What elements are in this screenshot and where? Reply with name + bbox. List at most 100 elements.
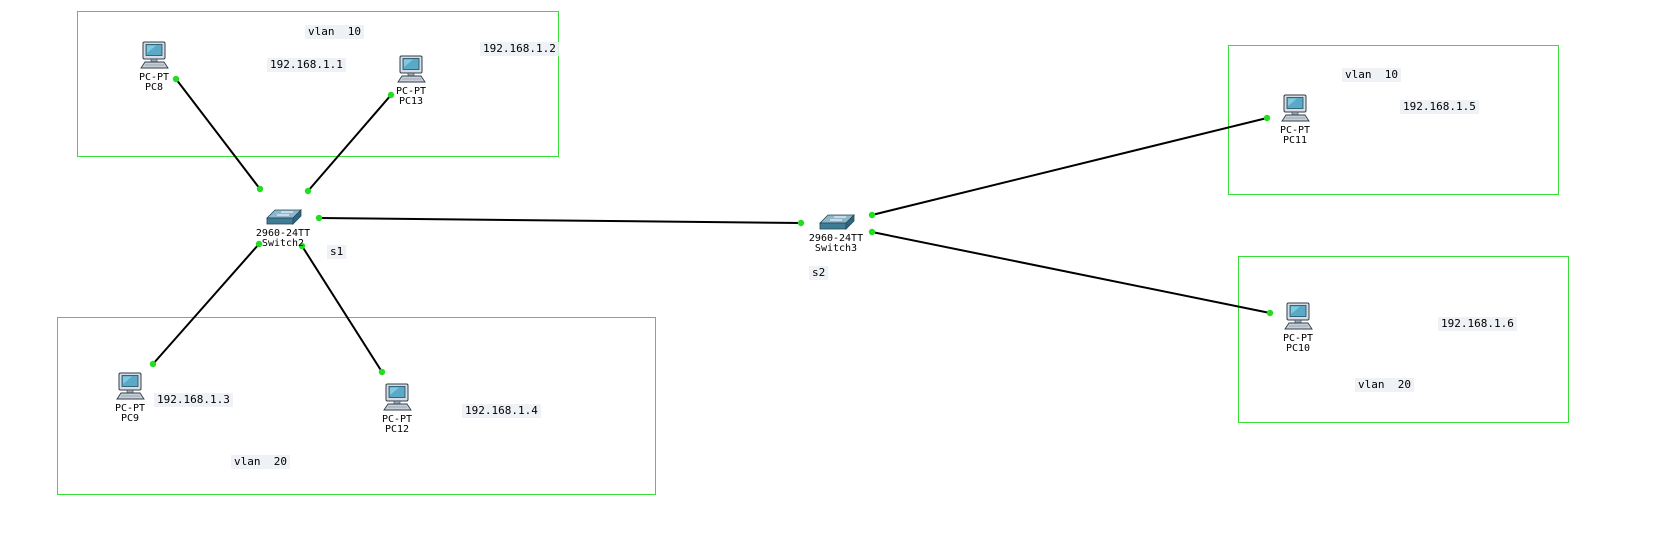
port-light (172, 75, 180, 83)
port-light (315, 214, 323, 222)
note-text: vlan 10 (308, 25, 361, 38)
port-light (868, 211, 876, 219)
note-text: vlan 10 (1345, 68, 1398, 81)
note-background (1438, 317, 1517, 331)
device-model-label: PC-PT (1280, 125, 1310, 136)
port-light (1263, 114, 1271, 122)
port-light (1266, 309, 1274, 317)
device-model-label: 2960-24TT (809, 233, 863, 244)
device-name-label: PC8 (145, 82, 163, 93)
device-name-label: Switch2 (262, 238, 304, 249)
area-top-left[interactable] (77, 11, 559, 157)
switch-icon[interactable] (819, 214, 855, 230)
pc-icon[interactable] (397, 55, 426, 83)
note-background (267, 58, 346, 72)
port-light (256, 185, 264, 193)
note-s2[interactable]: s2 (809, 266, 829, 280)
note-text: 192.168.1.3 (157, 393, 230, 406)
area-top-right[interactable] (1228, 45, 1559, 195)
links (152, 78, 1271, 373)
note-background (305, 25, 364, 39)
note-ip-pc8[interactable]: 192.168.1.1 (267, 58, 346, 72)
note-text: vlan 20 (1358, 378, 1411, 391)
note-vlan20-left[interactable]: vlan 20 (231, 455, 290, 469)
port-light (149, 360, 157, 368)
note-background (480, 42, 559, 56)
device-model-label: PC-PT (139, 72, 169, 83)
pc-icon[interactable] (116, 372, 145, 400)
link-switch2-pc12[interactable] (301, 245, 383, 373)
note-vlan10-right[interactable]: vlan 10 (1342, 68, 1401, 82)
pc-icon[interactable] (1281, 94, 1310, 122)
note-background (327, 245, 347, 259)
note-text: 192.168.1.4 (465, 404, 538, 417)
note-background (1342, 68, 1401, 82)
port-light (797, 219, 805, 227)
pc-icon[interactable] (140, 41, 169, 69)
link-switch2-switch3[interactable] (318, 217, 802, 224)
device-model-label: PC-PT (115, 403, 145, 414)
note-ip-pc10[interactable]: 192.168.1.6 (1438, 317, 1517, 331)
link-switch2-pc9[interactable] (152, 243, 260, 365)
device-model-label: PC-PT (1283, 333, 1313, 344)
device-name-label: PC11 (1283, 135, 1307, 146)
port-light (387, 91, 395, 99)
note-ip-pc9[interactable]: 192.168.1.3 (154, 393, 233, 407)
note-vlan10-left[interactable]: vlan 10 (305, 25, 364, 39)
port-light (255, 240, 263, 248)
link-switch2-pc8[interactable] (175, 78, 261, 190)
device-name-label: Switch3 (815, 243, 857, 254)
note-ip-pc13[interactable]: 192.168.1.2 (480, 42, 559, 56)
note-background (1355, 378, 1414, 392)
pc-icon[interactable] (1284, 302, 1313, 330)
device-model-label: PC-PT (382, 414, 412, 425)
port-light (378, 368, 386, 376)
note-s1[interactable]: s1 (327, 245, 347, 259)
note-text: s1 (330, 245, 343, 258)
note-background (1400, 100, 1479, 114)
device-model-label: 2960-24TT (256, 228, 310, 239)
note-background (154, 393, 233, 407)
note-background (809, 266, 829, 280)
port-light (868, 228, 876, 236)
note-text: s2 (812, 266, 825, 279)
note-text: 192.168.1.5 (1403, 100, 1476, 113)
device-name-label: PC10 (1286, 343, 1310, 354)
note-background (231, 455, 290, 469)
device-name-label: PC12 (385, 424, 409, 435)
note-text: 192.168.1.2 (483, 42, 556, 55)
switch-icon[interactable] (266, 209, 302, 225)
note-text: vlan 20 (234, 455, 287, 468)
area-bottom-right[interactable] (1238, 256, 1569, 423)
note-vlan20-right[interactable]: vlan 20 (1355, 378, 1414, 392)
device-name-label: PC9 (121, 413, 139, 424)
port-light (304, 187, 312, 195)
note-text: 192.168.1.6 (1441, 317, 1514, 330)
link-switch3-pc10[interactable] (871, 231, 1271, 314)
link-switch2-pc13[interactable] (307, 94, 392, 192)
vlan-areas (57, 11, 1569, 495)
port-lights (149, 75, 1274, 376)
link-switch3-pc11[interactable] (871, 117, 1268, 216)
note-ip-pc12[interactable]: 192.168.1.4 (462, 404, 541, 418)
device-name-label: PC13 (399, 96, 423, 107)
note-background (462, 404, 541, 418)
port-light (298, 242, 306, 250)
note-text: 192.168.1.1 (270, 58, 343, 71)
note-ip-pc11[interactable]: 192.168.1.5 (1400, 100, 1479, 114)
area-bottom-left[interactable] (57, 317, 656, 495)
device-model-label: PC-PT (396, 86, 426, 97)
pc-icon[interactable] (383, 383, 412, 411)
notes: vlan 10 192.168.1.1 192.168.1.2 192.168.1.3… (154, 25, 1517, 469)
